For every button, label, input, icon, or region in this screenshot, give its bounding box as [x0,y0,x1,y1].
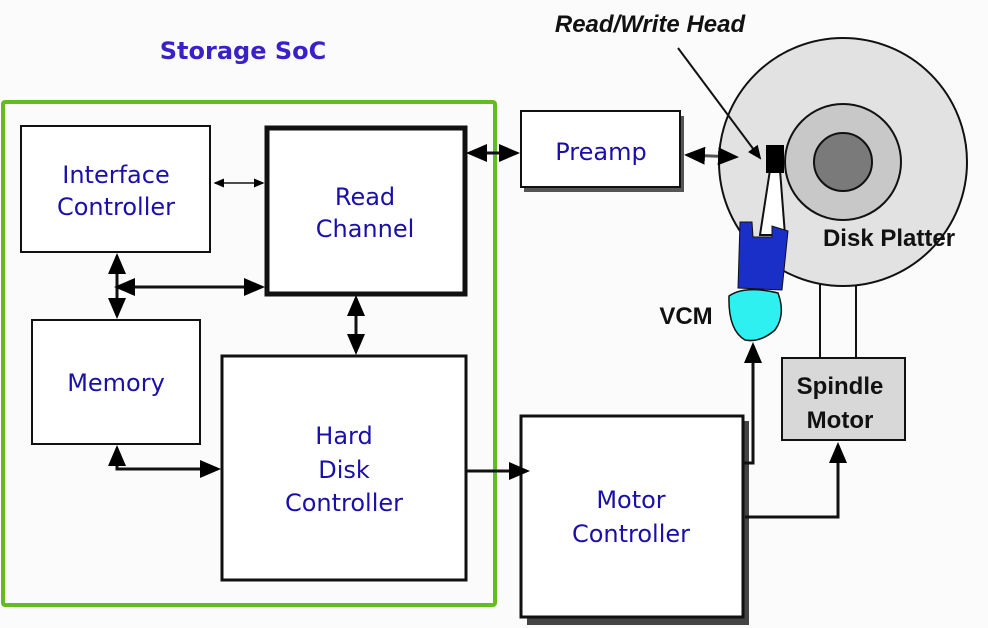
spindle-motor-label-1: Spindle [797,373,884,400]
read-channel-block[interactable]: Read Channel [264,125,468,297]
interface-controller-label-2: Controller [57,193,175,221]
hdc-label-2: Disk [318,456,370,484]
read-channel-label-2: Channel [316,215,415,243]
memory-block[interactable]: Memory [31,319,201,445]
interface-controller-label-1: Interface [62,161,169,189]
read-write-head-icon [766,145,784,173]
read-channel-label-1: Read [335,183,395,211]
hard-disk-controller-block[interactable]: Hard Disk Controller [220,354,468,582]
motor-controller-label-2: Controller [572,520,690,548]
soc-boundary [1,100,497,607]
vcm-coil-icon [728,288,783,342]
motor-controller-label-1: Motor [596,486,665,514]
spindle-motor-label-2: Motor [807,407,874,434]
preamp-label: Preamp [555,138,646,166]
vcm-label: VCM [659,303,712,330]
memory-label: Memory [67,369,165,397]
head-pointer-line [677,47,762,160]
actuator-arm [728,145,789,342]
connectors [108,144,847,519]
spindle-motor-block[interactable]: Spindle Motor [781,357,906,441]
motor-controller-block[interactable]: Motor Controller [519,414,749,625]
disk-platter-label: Disk Platter [823,225,955,252]
soc-title: Storage SoC [160,37,326,65]
hdc-label-1: Hard [315,422,372,450]
hdc-label-3: Controller [285,489,403,517]
interface-controller-block[interactable]: Interface Controller [20,125,211,253]
vcm-body-icon [737,221,789,291]
read-write-head-label: Read/Write Head [555,11,747,38]
preamp-block[interactable]: Preamp [520,110,684,192]
